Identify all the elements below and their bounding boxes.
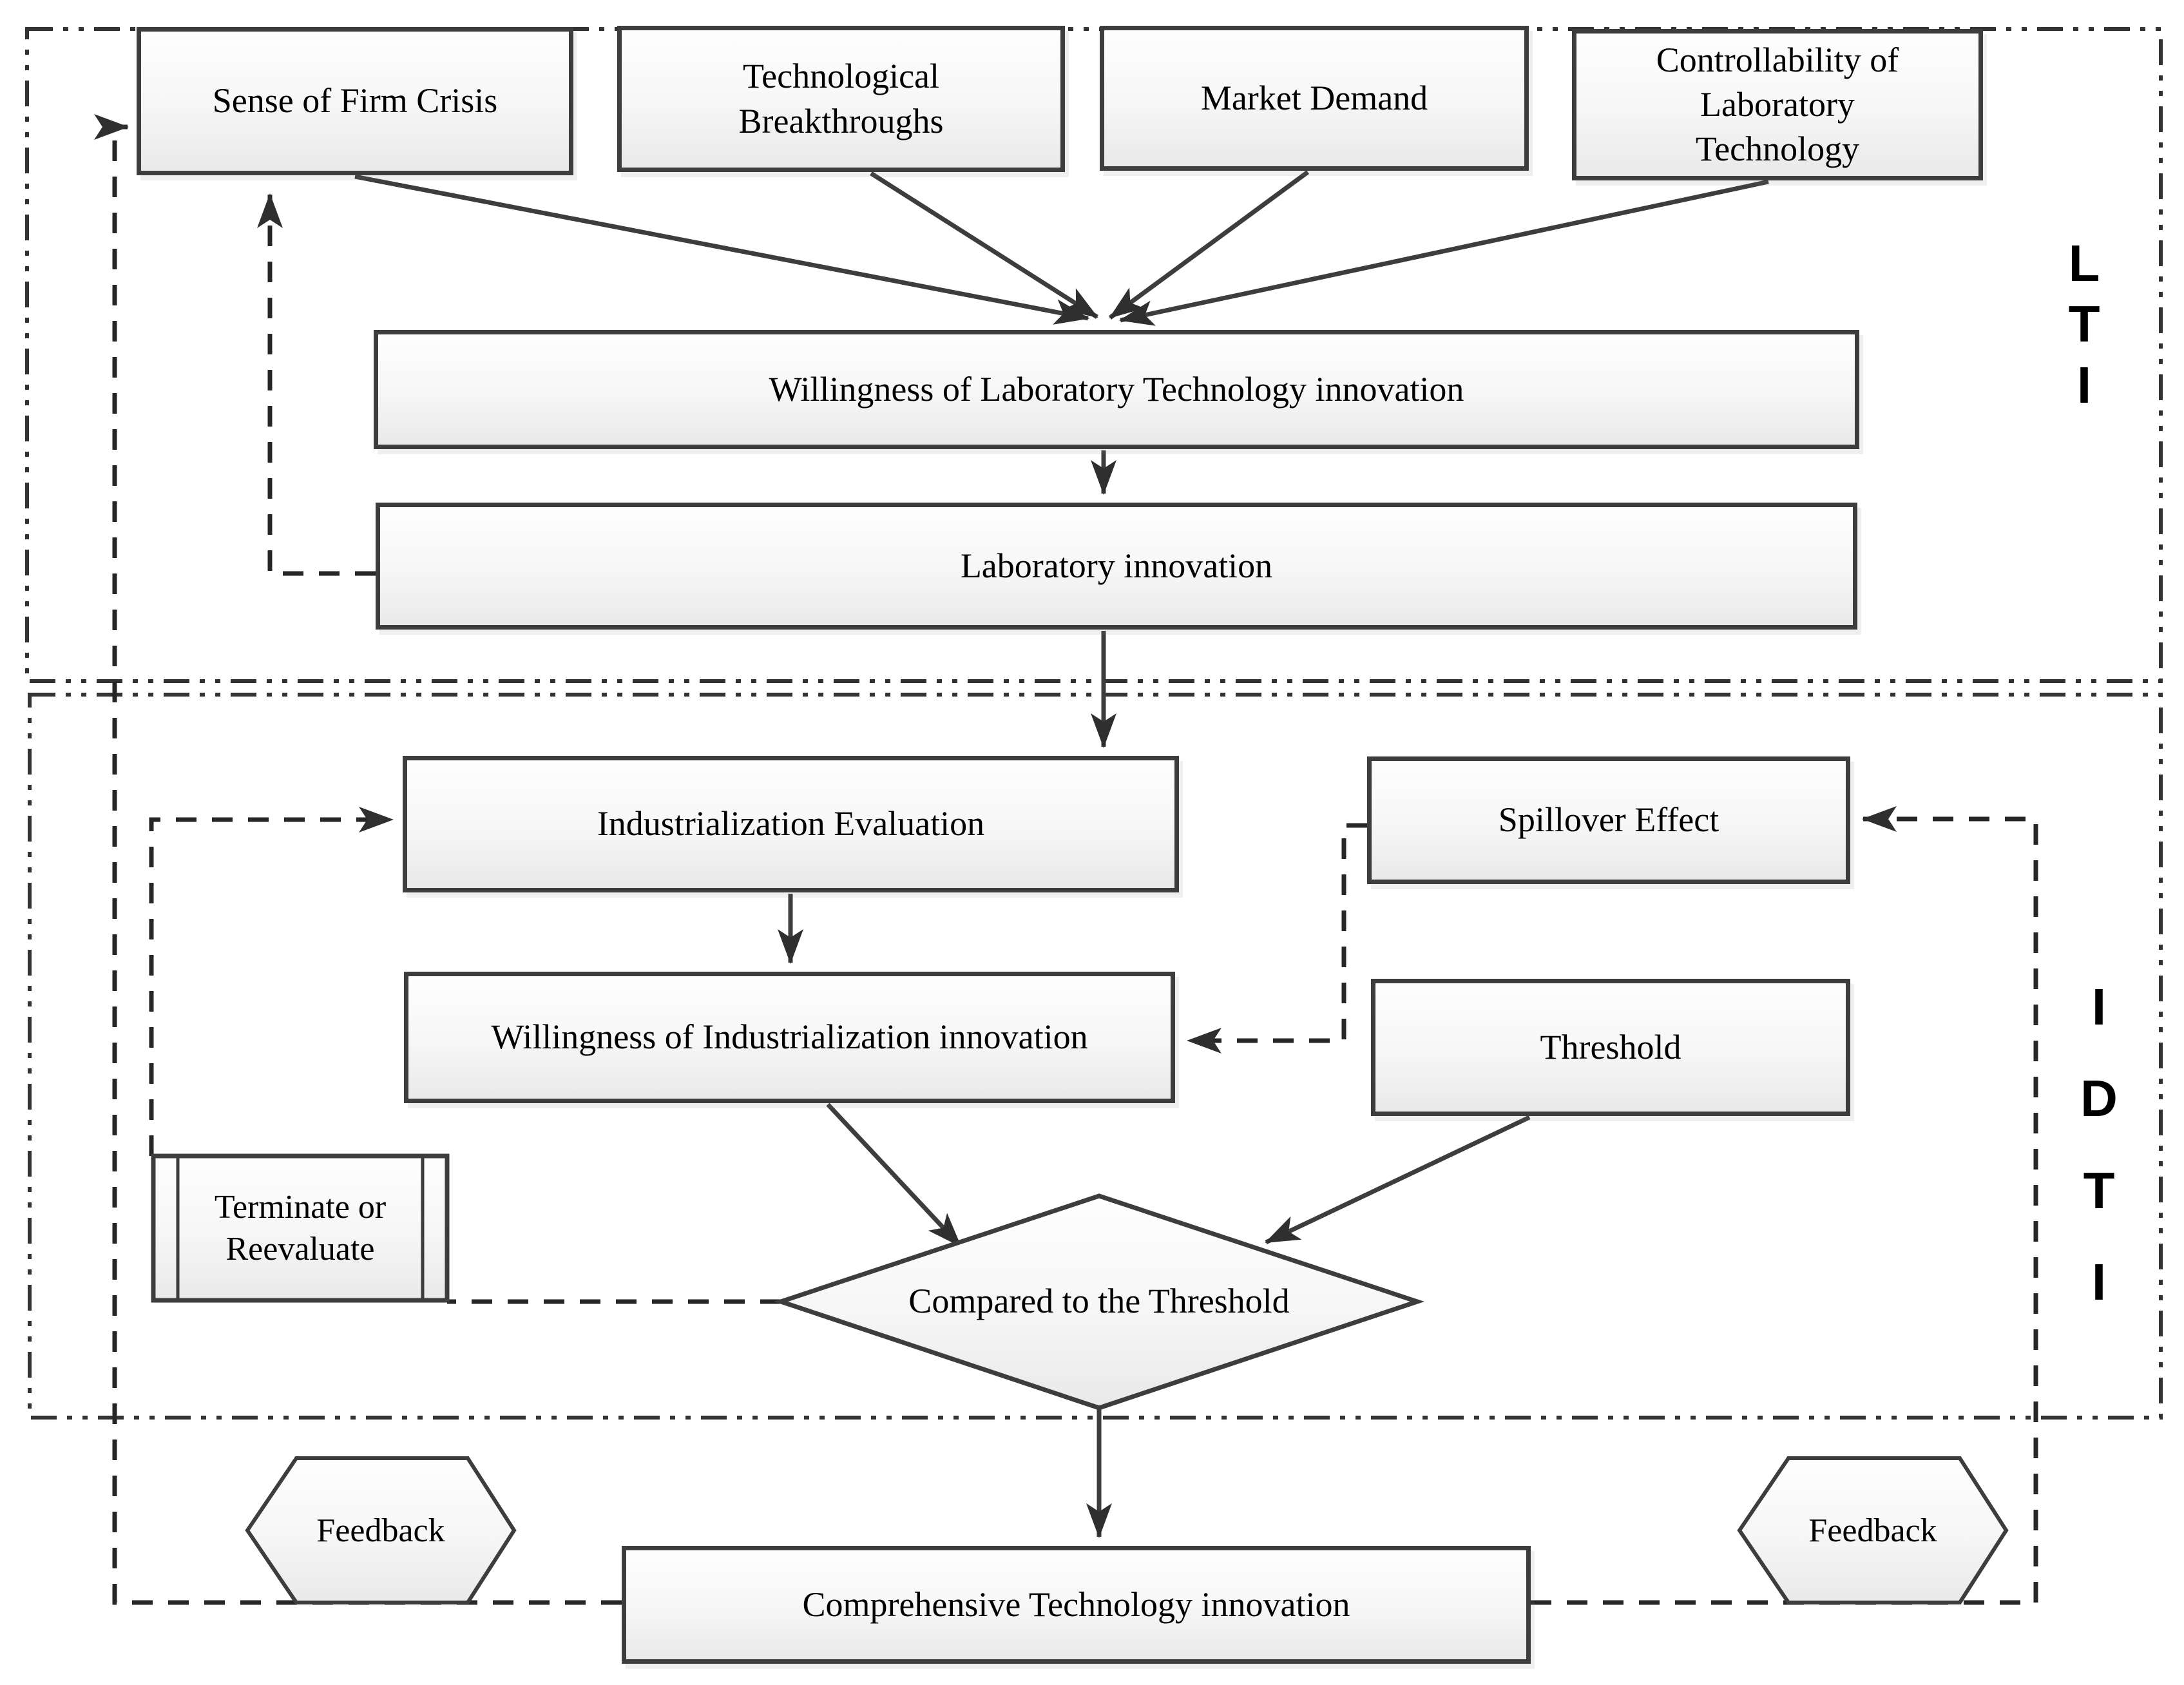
node-label: Laboratory innovation <box>960 546 1273 585</box>
node-spillover-effect: Spillover Effect <box>1367 756 1850 884</box>
node-label: Sense of Firm Crisis <box>212 81 498 120</box>
feedback-right-hexagon <box>1737 1456 2009 1604</box>
dashed-spillover-to-willingness-ind <box>1187 823 1367 1054</box>
arrow-tech-to-willingness <box>870 171 1098 319</box>
section-idti-border <box>28 693 2163 1420</box>
section-label-idti: I D T I <box>2057 961 2141 1329</box>
section-letter: I <box>2091 978 2107 1035</box>
node-label: Industrialization Evaluation <box>597 804 985 843</box>
arrow-threshold-to-compare <box>1265 1115 1531 1245</box>
feedback-right-label: Feedback <box>1808 1512 1937 1549</box>
node-label: Threshold <box>1540 1027 1681 1066</box>
node-willingness-of-laboratory-technology-innovation: Willingness of Laboratory Technology inn… <box>374 330 1859 449</box>
node-label: Technological Breakthroughs <box>738 57 944 140</box>
node-willingness-of-industrialization-innovation: Willingness of Industrialization innovat… <box>404 972 1175 1103</box>
node-threshold: Threshold <box>1371 979 1850 1116</box>
node-technological-breakthroughs: Technological Breakthroughs <box>617 26 1065 172</box>
feedback-left-hexagon <box>245 1456 517 1604</box>
dashed-terminate-to-evaluation <box>149 807 394 1156</box>
node-industrialization-evaluation: Industrialization Evaluation <box>403 756 1179 892</box>
section-letter: I <box>2076 356 2092 414</box>
node-market-demand: Market Demand <box>1100 26 1529 171</box>
arrow-willingness-ind-to-compare <box>826 1102 963 1248</box>
section-letter: T <box>2083 1161 2115 1219</box>
terminate-shape <box>151 1153 450 1303</box>
node-label: Controllability of Laboratory Technology <box>1656 40 1899 169</box>
section-label-lti: L T I <box>2045 233 2123 416</box>
dashed-comprehensive-to-spillover <box>1531 806 2038 1605</box>
feedback-left-label: Feedback <box>316 1512 445 1549</box>
node-controllability-of-laboratory-technology: Controllability of Laboratory Technology <box>1572 29 1983 180</box>
arrow-control-to-willingness <box>1119 179 1769 326</box>
section-letter: D <box>2080 1070 2118 1128</box>
node-label: Market Demand <box>1200 78 1428 117</box>
node-label: Spillover Effect <box>1498 800 1719 840</box>
compare-diamond-label: Compared to the Threshold <box>908 1282 1290 1321</box>
node-label: Willingness of Industrialization innovat… <box>491 1017 1088 1057</box>
section-letter: I <box>2091 1253 2107 1311</box>
compare-diamond-shape <box>773 1193 1425 1411</box>
section-letter: T <box>2068 295 2100 353</box>
section-letter: L <box>2068 235 2100 292</box>
node-comprehensive-technology-innovation: Comprehensive Technology innovation <box>622 1546 1531 1664</box>
node-laboratory-innovation: Laboratory innovation <box>376 503 1857 630</box>
node-sense-of-firm-crisis: Sense of Firm Crisis <box>137 27 573 175</box>
section-lti-border <box>25 27 2163 683</box>
arrow-sense-to-willingness <box>354 174 1089 325</box>
dashed-lab-to-sense <box>257 193 376 576</box>
terminate-label: Terminate or Reevaluate <box>214 1189 387 1267</box>
node-label: Comprehensive Technology innovation <box>802 1584 1350 1624</box>
arrow-market-to-willingness <box>1108 170 1310 320</box>
node-label: Willingness of Laboratory Technology inn… <box>769 369 1464 409</box>
